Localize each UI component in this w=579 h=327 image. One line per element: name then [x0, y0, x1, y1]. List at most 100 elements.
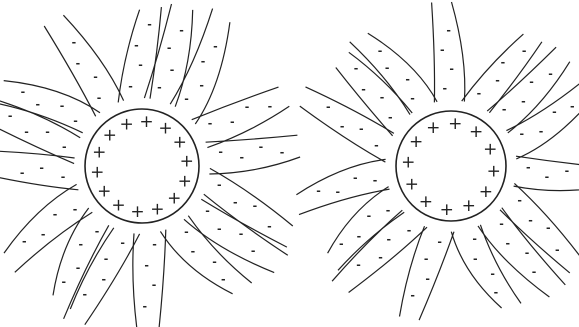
- tendril-minus-sign: -: [205, 205, 210, 218]
- tendril-minus-sign: -: [191, 245, 196, 258]
- tendril-minus-sign: -: [340, 120, 345, 133]
- core-plus-sign: +: [448, 114, 462, 134]
- tendril-minus-sign: -: [128, 80, 133, 93]
- tendril-minus-sign: -: [147, 18, 152, 31]
- tendril-outline: [4, 184, 92, 272]
- tendril-outline: [192, 87, 290, 148]
- tendril-minus-sign: -: [367, 210, 372, 223]
- tendril-minus-sign: -: [545, 171, 550, 184]
- tendril-minus-sign: -: [179, 24, 184, 37]
- core-plus-sign: +: [479, 182, 493, 202]
- tendril-minus-sign: -: [359, 122, 364, 135]
- tendril-outline: [506, 75, 579, 159]
- tendril-minus-sign: -: [245, 101, 250, 114]
- tendril-minus-sign: -: [24, 126, 29, 139]
- tendril-minus-sign: -: [548, 67, 553, 80]
- tendril-outline: [133, 230, 166, 327]
- tendril-minus-sign: -: [53, 208, 58, 221]
- tendril-minus-sign: -: [378, 251, 383, 264]
- tendril-minus-sign: -: [72, 36, 77, 49]
- tendril-minus-sign: -: [526, 161, 531, 174]
- tendril-minus-sign: -: [199, 79, 204, 92]
- tendril-outline: [118, 7, 161, 102]
- tendril-minus-sign: -: [386, 204, 391, 217]
- tendril-minus-sign: -: [517, 194, 522, 207]
- tendril-minus-sign: -: [528, 214, 533, 227]
- core-plus-sign: +: [487, 161, 501, 181]
- tendril-minus-sign: -: [8, 110, 13, 123]
- core-plus-sign: +: [173, 133, 187, 153]
- core-plus-sign: +: [401, 153, 415, 173]
- tendril-minus-sign: -: [521, 95, 526, 108]
- tendril-minus-sign: -: [407, 224, 412, 237]
- tendril-minus-sign: -: [239, 228, 244, 241]
- tendril-minus-sign: -: [157, 81, 162, 94]
- tendril-minus-sign: -: [440, 43, 445, 56]
- tendril-minus-sign: -: [36, 98, 41, 111]
- tendril-minus-sign: -: [170, 64, 175, 77]
- tendril-minus-sign: -: [218, 146, 223, 159]
- tendril-minus-sign: -: [473, 252, 478, 265]
- left-micelle-panel: ++++++++++++++--------------------------…: [0, 4, 300, 327]
- core-plus-sign: +: [119, 115, 133, 135]
- tendril-outline: [0, 81, 100, 138]
- core-plus-sign: +: [405, 175, 419, 195]
- tendril-minus-sign: -: [233, 196, 238, 209]
- tendril-outline: [350, 33, 437, 114]
- tendril-minus-sign: -: [152, 238, 157, 251]
- tendril-minus-sign: -: [76, 57, 81, 70]
- tendril-minus-sign: -: [380, 91, 385, 104]
- tendril-minus-sign: -: [506, 237, 511, 250]
- tendril-minus-sign: -: [212, 256, 217, 269]
- core-plus-sign: +: [440, 200, 454, 220]
- tendril-minus-sign: -: [565, 164, 570, 177]
- core-plus-sign: +: [426, 118, 440, 138]
- tendril-minus-sign: -: [79, 238, 84, 251]
- tendril-minus-sign: -: [387, 233, 392, 246]
- tendril-minus-sign: -: [495, 74, 500, 87]
- tendril-minus-sign: -: [259, 141, 264, 154]
- core-plus-sign: +: [111, 195, 125, 215]
- tendril-minus-sign: -: [41, 228, 46, 241]
- tendril-minus-sign: -: [221, 273, 226, 286]
- tendril-minus-sign: -: [97, 92, 102, 105]
- tendril-minus-sign: -: [62, 141, 67, 154]
- core-plus-sign: +: [180, 151, 194, 171]
- tendril-minus-sign: -: [213, 40, 218, 53]
- tendril-outline: [487, 47, 570, 133]
- tendril-minus-sign: -: [316, 185, 321, 198]
- tendril-minus-sign: -: [253, 200, 258, 213]
- tendril-minus-sign: -: [499, 218, 504, 231]
- core-plus-sign: +: [167, 188, 181, 208]
- tendril-minus-sign: -: [374, 139, 379, 152]
- tendril-minus-sign: -: [60, 99, 65, 112]
- tendril-minus-sign: -: [20, 166, 25, 179]
- tendril-minus-sign: -: [388, 111, 393, 124]
- tendril-minus-sign: -: [120, 236, 125, 249]
- tendril-minus-sign: -: [143, 300, 148, 313]
- tendril-minus-sign: -: [410, 289, 415, 302]
- core-plus-sign: +: [158, 119, 172, 139]
- core-plus-sign: +: [419, 192, 433, 212]
- core-plus-sign: +: [469, 122, 483, 142]
- tendril-minus-sign: -: [208, 117, 213, 130]
- tendril-minus-sign: -: [446, 24, 451, 37]
- tendril-minus-sign: -: [570, 100, 575, 113]
- core-plus-sign: +: [139, 112, 153, 132]
- tendril-outline: [432, 2, 465, 102]
- tendril-minus-sign: -: [336, 185, 341, 198]
- tendril-minus-sign: -: [501, 56, 506, 69]
- tendril-minus-sign: -: [230, 116, 235, 129]
- tendril-minus-sign: -: [437, 235, 442, 248]
- tendril-outline: [44, 15, 123, 116]
- tendril-minus-sign: -: [494, 286, 499, 299]
- tendril-minus-sign: -: [529, 76, 534, 89]
- tendril-minus-sign: -: [73, 203, 78, 216]
- tendril-minus-sign: -: [217, 179, 222, 192]
- tendril-minus-sign: -: [490, 268, 495, 281]
- tendril-minus-sign: -: [472, 233, 477, 246]
- tendril-minus-sign: -: [339, 238, 344, 251]
- tendril-minus-sign: -: [552, 106, 557, 119]
